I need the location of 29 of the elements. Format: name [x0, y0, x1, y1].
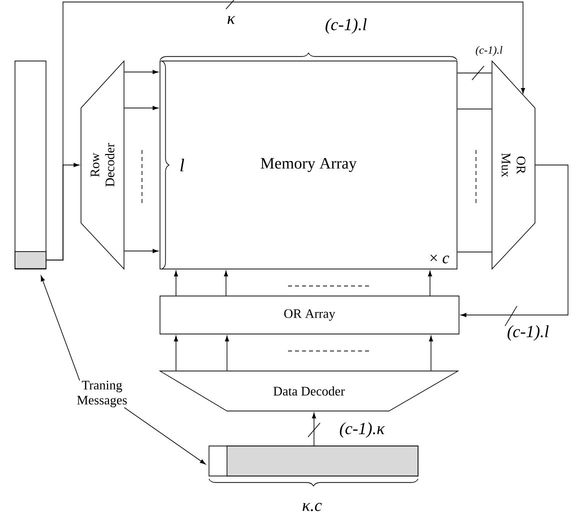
arrow — [124, 70, 158, 74]
brace-label: (c-1).l — [326, 18, 367, 34]
leader-line — [40, 276, 80, 381]
message-register — [14, 60, 46, 270]
leader-line — [124, 407, 206, 464]
edge-label: (c-1).l — [476, 46, 502, 56]
arrow — [460, 164, 568, 318]
edge-label: κ — [228, 16, 236, 24]
edge-label: (c-1).l — [508, 325, 549, 341]
arrow — [224, 270, 228, 296]
row-decoder: Row Decoder — [80, 60, 124, 270]
arrow — [428, 270, 432, 296]
register-cell — [14, 251, 46, 269]
arrow — [428, 336, 434, 371]
edge-label: (c-1).κ — [340, 422, 385, 438]
connector-line — [457, 72, 492, 74]
brace-label: κ.c — [302, 502, 322, 512]
brace-label: l — [180, 158, 184, 172]
arrow — [124, 248, 158, 254]
arrow — [224, 336, 230, 371]
connector-line — [457, 108, 492, 110]
annotation-text: Traning Messages — [77, 380, 127, 408]
arrow — [174, 336, 178, 371]
or-array-box: OR Array — [160, 296, 460, 334]
arrow — [124, 106, 158, 110]
message-register — [208, 446, 418, 476]
arrow — [46, 2, 526, 260]
arrow — [174, 270, 178, 296]
arrow — [312, 412, 316, 446]
